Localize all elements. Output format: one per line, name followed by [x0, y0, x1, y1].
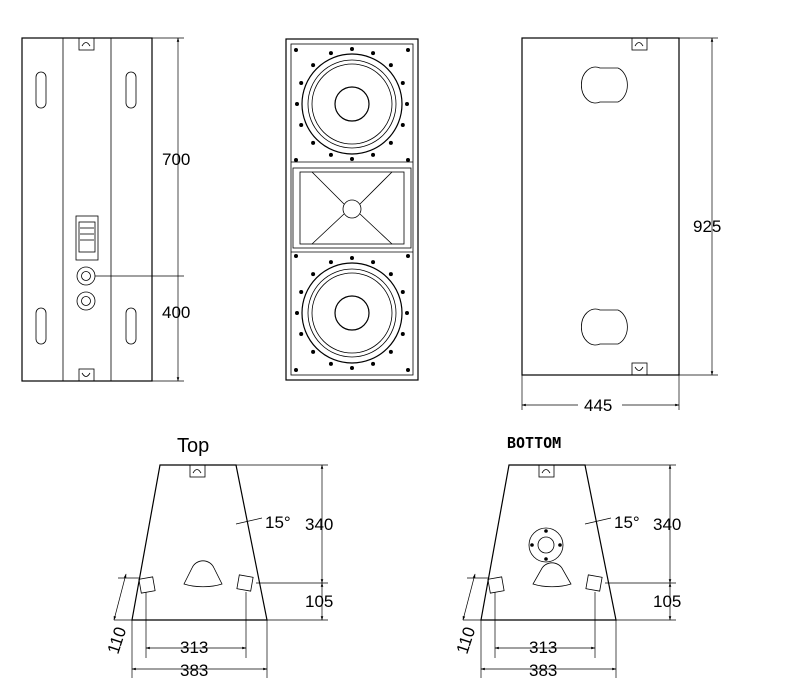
rigging-bracket-icon	[631, 37, 648, 51]
bottom-view: BOTTOM 340 105 15° 313 383	[453, 434, 682, 680]
handle-cutout-icon	[580, 66, 628, 104]
screw-holes-icon	[294, 47, 410, 372]
front-cabinet-outline	[285, 38, 419, 381]
horn-icon	[292, 167, 412, 249]
back-dim-height: 925	[693, 217, 721, 236]
bottom-view-title: BOTTOM	[507, 434, 561, 452]
rigging-bracket-icon	[487, 576, 505, 594]
handle-cutout-icon	[532, 562, 572, 588]
top-dim-outer-width: 383	[180, 661, 208, 680]
bottom-dim-inner-width: 313	[529, 638, 557, 657]
handle-slot-icon	[35, 71, 137, 345]
back-view: 925 445	[521, 37, 721, 415]
top-dim-side: 110	[104, 625, 130, 657]
bottom-dim-depth: 340	[653, 515, 681, 534]
back-cabinet-outline	[521, 37, 680, 376]
top-view-title: Top	[177, 435, 209, 457]
side-dim-upper: 700	[162, 150, 190, 169]
connector-icon	[76, 266, 96, 311]
back-dim-width: 445	[584, 396, 612, 415]
bottom-dim-outer-width: 383	[529, 661, 557, 680]
side-dim-lower: 400	[162, 303, 190, 322]
rigging-bracket-icon	[236, 574, 254, 592]
rigging-bracket-icon	[138, 576, 156, 594]
side-cabinet-outline	[21, 37, 153, 382]
top-angle: 15°	[265, 513, 291, 532]
side-view: 700 400	[21, 37, 190, 382]
rigging-bracket-icon	[538, 464, 555, 478]
handle-cutout-icon	[183, 560, 223, 588]
rigging-bracket-icon	[631, 362, 648, 376]
rigging-bracket-icon	[585, 574, 603, 592]
woofer-lower-icon	[301, 262, 403, 364]
bottom-outline	[480, 464, 617, 621]
pole-mount-icon	[528, 527, 564, 563]
rigging-bracket-icon	[78, 37, 95, 51]
top-view: Top 340 105 15° 313 383 110	[104, 435, 334, 680]
top-dim-rear: 105	[305, 592, 333, 611]
bottom-dim-rear: 105	[653, 592, 681, 611]
top-dim-depth: 340	[305, 515, 333, 534]
top-dim-inner-width: 313	[180, 638, 208, 657]
front-view	[285, 38, 419, 381]
handle-cutout-icon	[580, 308, 628, 346]
input-panel-icon	[75, 215, 99, 261]
top-outline	[131, 464, 268, 621]
bottom-dim-side: 110	[453, 625, 479, 657]
bottom-angle: 15°	[614, 513, 640, 532]
woofer-upper-icon	[301, 53, 403, 155]
rigging-bracket-icon	[78, 368, 95, 382]
rigging-bracket-icon	[189, 464, 206, 478]
